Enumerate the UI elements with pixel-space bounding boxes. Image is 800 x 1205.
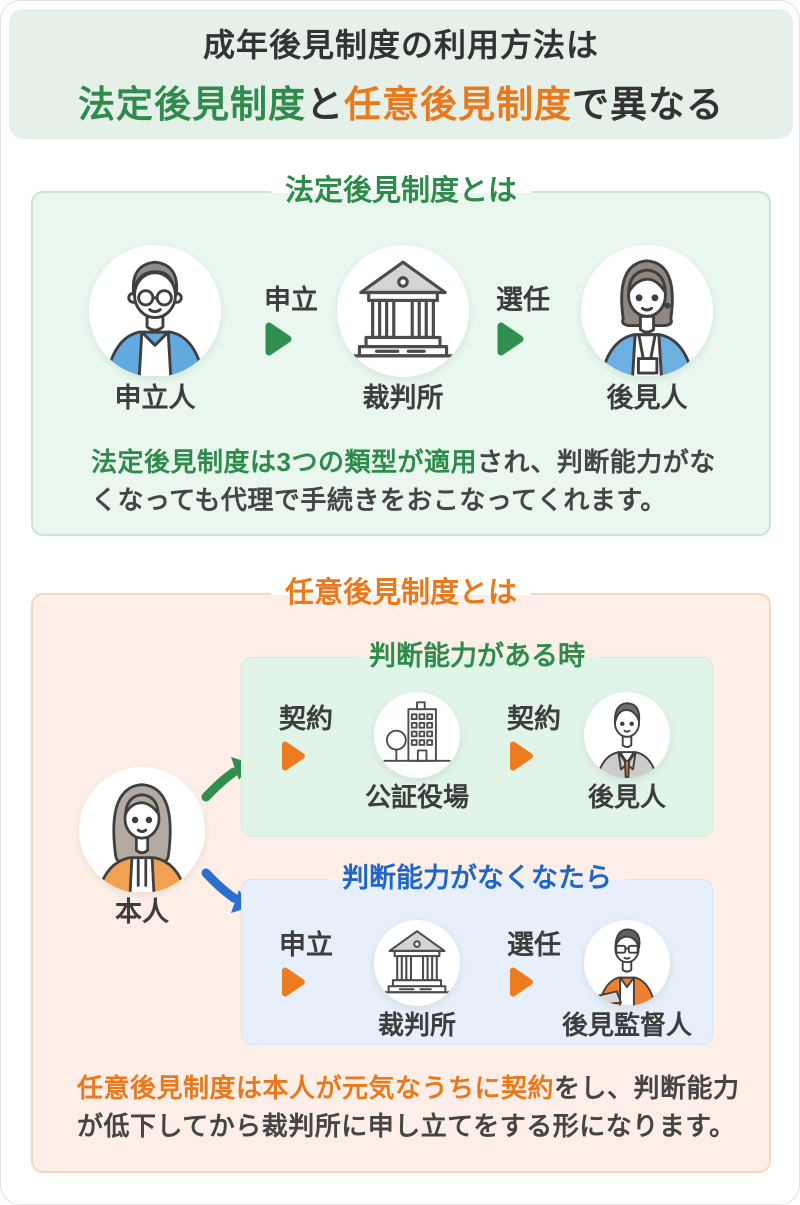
incapable-step2-label: 選任 xyxy=(507,930,561,960)
notary-circle xyxy=(374,692,460,778)
play-triangle-icon xyxy=(281,967,305,997)
notary-actor: 公証役場 xyxy=(365,692,469,810)
legal-step1-label: 申立 xyxy=(264,285,318,315)
voluntary-description-highlight: 任意後見制度は本人が元気なうちに契約 xyxy=(77,1073,555,1103)
voluntary-guardian-circle xyxy=(584,692,670,778)
legal-step2-label: 選任 xyxy=(496,285,550,315)
incapable-step1: 申立 xyxy=(260,932,352,1000)
supervisor-circle xyxy=(584,920,670,1006)
play-triangle-icon xyxy=(509,967,533,997)
voluntary-guardianship-section: 任意後見制度とは xyxy=(31,576,771,1173)
woman-orange-cardigan-avatar xyxy=(96,783,188,893)
capable-subsection: 判断能力がある時 契約 xyxy=(241,641,713,837)
supervisor-actor: 後見監督人 xyxy=(562,920,692,1038)
play-triangle-icon xyxy=(265,322,292,356)
court-circle xyxy=(337,245,469,377)
incapable-step1-label: 申立 xyxy=(279,930,333,960)
voluntary-guardian-label: 後見人 xyxy=(587,782,666,812)
court-label: 裁判所 xyxy=(362,383,444,413)
incapable-header: 判断能力がなくなたら xyxy=(328,863,626,895)
title-line2: 法定後見制度と任意後見制度で異なる xyxy=(78,74,724,128)
legal-step1: 申立 xyxy=(245,287,337,359)
applicant-circle xyxy=(89,245,221,377)
court2-actor: 裁判所 xyxy=(374,920,460,1038)
incapable-step2: 選任 xyxy=(488,932,580,1000)
legal-guardianship-section: 法定後見制度とは xyxy=(31,174,771,536)
capable-step1-label: 契約 xyxy=(279,704,333,734)
elderly-man-glasses-avatar xyxy=(104,260,206,377)
voluntary-description-rest: をし、判断能力 が低下してから裁判所に申し立てをする形になります。 xyxy=(77,1073,740,1141)
glasses-man-laptop-avatar xyxy=(589,928,657,1006)
legal-description-rest: され、判断能力がな くなっても代理で手続きをおこなってくれます。 xyxy=(91,447,716,515)
legal-description: 法定後見制度は3つの類型が適用され、判断能力がな くなっても代理で手続きをおこな… xyxy=(91,443,741,519)
capable-step2-label: 契約 xyxy=(507,704,561,734)
voluntary-guardian-actor: 後見人 xyxy=(584,692,670,810)
title-connector: と xyxy=(306,84,344,125)
voluntary-section-header: 任意後見制度とは xyxy=(270,576,532,611)
title-term-voluntary: 任意後見制度 xyxy=(344,84,572,125)
principal-label: 本人 xyxy=(115,897,169,927)
applicant-actor: 申立人 xyxy=(89,245,221,412)
court-actor: 裁判所 xyxy=(337,245,469,412)
title-banner: 成年後見制度の利用方法は 法定後見制度と任意後見制度で異なる xyxy=(9,9,793,139)
legal-step2: 選任 xyxy=(477,287,569,359)
applicant-label: 申立人 xyxy=(114,383,196,413)
legal-guardian-label: 後見人 xyxy=(606,383,688,413)
capable-step1: 契約 xyxy=(260,706,352,774)
title-line1: 成年後見制度の利用方法は xyxy=(202,27,599,63)
woman-id-badge-avatar xyxy=(599,259,695,377)
court2-circle xyxy=(374,920,460,1006)
court2-label: 裁判所 xyxy=(377,1010,456,1040)
legal-guardian-actor: 後見人 xyxy=(581,245,713,412)
capable-step2: 契約 xyxy=(488,706,580,774)
voluntary-description: 任意後見制度は本人が元気なうちに契約をし、判断能力 が低下してから裁判所に申し立… xyxy=(77,1069,765,1145)
principal-actor: 本人 xyxy=(79,767,205,926)
supervisor-label: 後見監督人 xyxy=(562,1010,693,1040)
legal-section-header: 法定後見制度とは xyxy=(270,174,532,209)
incapable-subsection: 判断能力がなくなたら 申立 xyxy=(241,863,713,1045)
play-triangle-icon xyxy=(281,741,305,771)
notary-label: 公証役場 xyxy=(365,782,470,812)
legal-guardian-circle xyxy=(581,245,713,377)
play-triangle-icon xyxy=(497,322,524,356)
office-building-tree-icon xyxy=(383,701,451,762)
courthouse-icon xyxy=(379,930,455,994)
play-triangle-icon xyxy=(509,741,533,771)
suit-man-orange-tie-avatar xyxy=(596,702,658,778)
title-term-legal: 法定後見制度 xyxy=(78,84,306,125)
capable-header: 判断能力がある時 xyxy=(355,641,599,673)
principal-circle xyxy=(79,767,205,893)
legal-description-highlight: 法定後見制度は3つの類型が適用 xyxy=(91,447,477,477)
title-suffix: で異なる xyxy=(572,84,724,125)
courthouse-icon xyxy=(345,260,461,358)
